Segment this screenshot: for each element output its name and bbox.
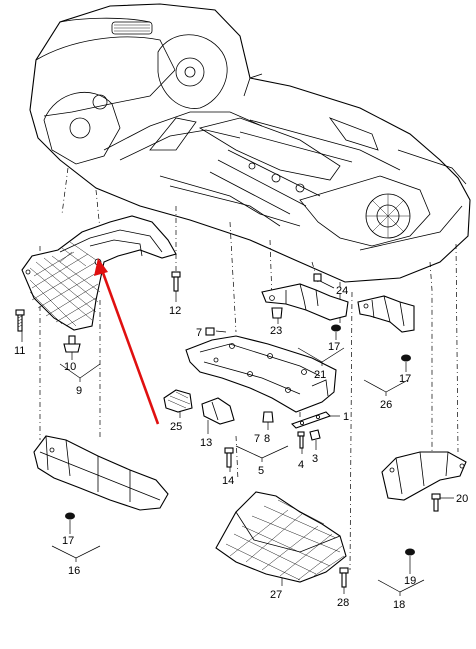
callout-25: 25 xyxy=(170,421,182,433)
part-13-bracket xyxy=(201,397,235,425)
callout-17c: 17 xyxy=(399,373,411,385)
callout-16: 16 xyxy=(68,565,80,577)
callout-18: 18 xyxy=(393,599,405,611)
callout-1: 1 xyxy=(343,411,349,423)
part-18-rear-shield xyxy=(381,451,467,501)
callout-27: 27 xyxy=(270,589,282,601)
callout-13: 13 xyxy=(200,437,212,449)
callout-28: 28 xyxy=(337,597,349,609)
callout-14: 14 xyxy=(222,475,234,487)
callout-20: 20 xyxy=(456,493,468,505)
part-19-grommet xyxy=(405,548,415,556)
part-25-cover xyxy=(163,389,193,413)
callout-17a: 17 xyxy=(62,535,74,547)
callout-19: 19 xyxy=(404,575,416,587)
callout-24: 24 xyxy=(336,285,348,297)
part-23-clip xyxy=(271,307,283,319)
callout-7b: 7 xyxy=(254,433,260,445)
part-1-trim-strip xyxy=(290,411,332,429)
callout-4: 4 xyxy=(298,459,304,471)
part-21-bracket xyxy=(261,283,349,321)
part-12-bolt xyxy=(171,271,181,292)
part-20-bolt xyxy=(431,493,441,512)
part-10-clip xyxy=(63,335,81,353)
part-5-center-panel xyxy=(185,335,337,413)
vehicle-underbody xyxy=(29,3,471,283)
part-8-clip xyxy=(262,411,274,423)
highlight-arrow xyxy=(94,258,160,425)
callout-10: 10 xyxy=(64,361,76,373)
callout-3: 3 xyxy=(312,453,318,465)
callout-11: 11 xyxy=(14,345,25,357)
callout-8: 8 xyxy=(264,433,270,445)
part-17-grommet-26 xyxy=(401,354,411,362)
leader-lines xyxy=(21,280,454,596)
part-17-grommet-21 xyxy=(331,324,341,332)
part-14-bolt xyxy=(224,447,234,468)
callout-26: 26 xyxy=(380,399,392,411)
part-7-nut xyxy=(205,327,215,336)
part-4-bolt xyxy=(297,431,305,449)
part-28-bolt xyxy=(339,567,349,588)
callout-7a: 7 xyxy=(196,327,202,339)
part-16-side-shield xyxy=(33,435,169,511)
part-3-clip xyxy=(309,429,321,441)
part-24-nut xyxy=(313,273,322,282)
callout-labels: 1 3 4 5 7 7 8 9 10 11 12 13 14 16 17 17 … xyxy=(14,285,468,611)
callout-21: 21 xyxy=(314,369,326,381)
callout-5: 5 xyxy=(258,465,264,477)
part-27-tunnel-shield xyxy=(215,491,347,583)
callout-23: 23 xyxy=(270,325,282,337)
part-11-bolt xyxy=(15,309,25,332)
part-17-grommet-16 xyxy=(65,512,75,520)
callout-17b: 17 xyxy=(328,341,340,353)
callout-12: 12 xyxy=(169,305,181,317)
callout-9: 9 xyxy=(76,385,82,397)
part-26-bracket xyxy=(357,295,415,333)
